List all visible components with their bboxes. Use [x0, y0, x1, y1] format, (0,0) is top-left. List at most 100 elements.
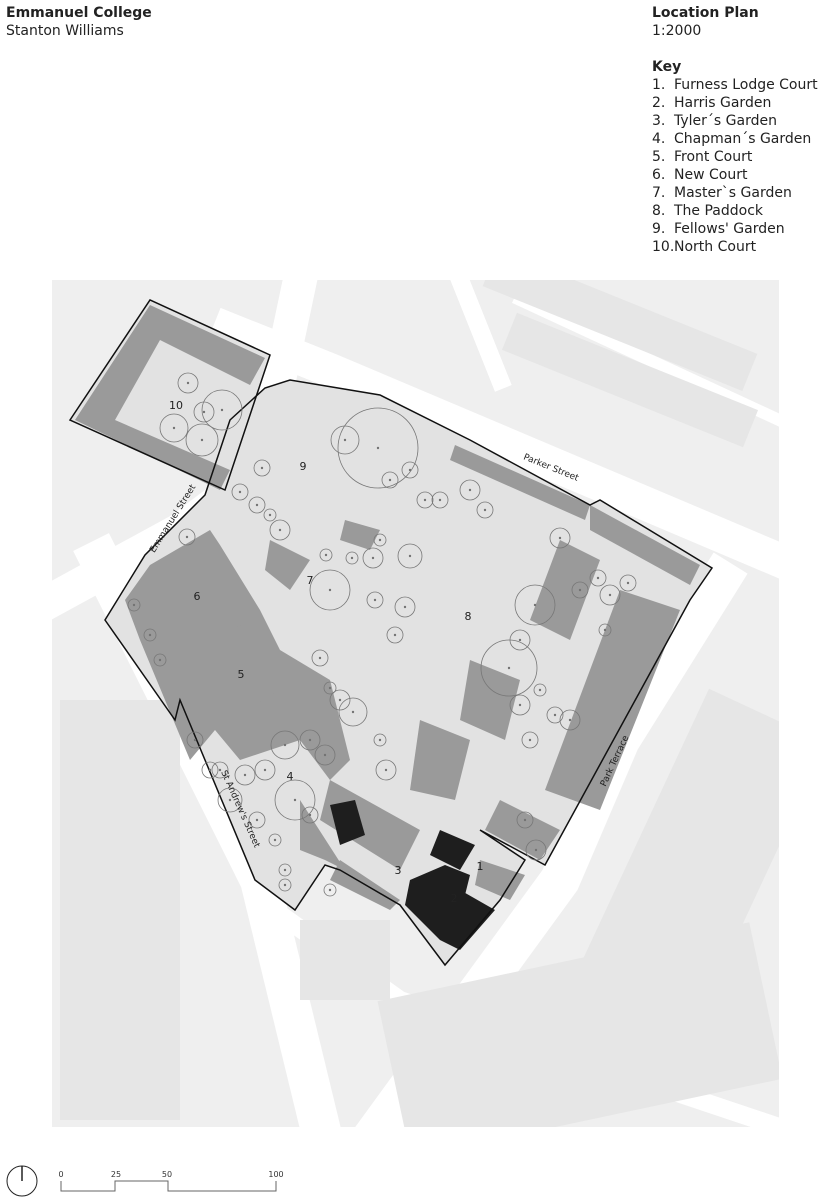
- tree-trunk: [388, 478, 392, 482]
- college-buildings: [75, 305, 700, 910]
- tree-canopy: [234, 764, 256, 786]
- tree-canopy: [177, 372, 199, 394]
- tree-trunk: [378, 538, 382, 542]
- key-item: 1.Furness Lodge Court: [652, 77, 818, 93]
- tree-canopy: [416, 491, 434, 509]
- tree-canopy: [373, 533, 387, 547]
- tree-trunk: [255, 818, 259, 822]
- tree-trunk: [596, 576, 600, 580]
- key-item: 7.Master`s Garden: [652, 185, 792, 201]
- tree-trunk: [186, 381, 190, 385]
- tree-trunk: [328, 686, 332, 690]
- tree-canopy: [270, 730, 300, 760]
- tree-trunk: [408, 554, 412, 558]
- new-buildings: [330, 800, 495, 950]
- project-header: Emmanuel College Stanton Williams: [6, 4, 152, 40]
- tree-canopy: [323, 883, 337, 897]
- tree-canopy: [314, 744, 336, 766]
- tree-canopy: [269, 519, 291, 541]
- tree-trunk: [558, 536, 562, 540]
- tree-canopy: [571, 581, 589, 599]
- tree-canopy: [211, 761, 229, 779]
- tree-canopy: [366, 591, 384, 609]
- tree-canopy: [516, 811, 534, 829]
- tree-canopy: [599, 584, 621, 606]
- tree-trunk: [328, 588, 332, 592]
- tree-trunk: [220, 408, 224, 412]
- tree-trunk: [507, 666, 511, 670]
- site-map: 10 9 7 8 6 5 4 3 2 1 Emmanuel Street Par…: [52, 280, 779, 1127]
- tree-canopy: [278, 878, 292, 892]
- key-item: 10.North Court: [652, 239, 757, 255]
- tree-trunk: [324, 553, 328, 557]
- tree-trunk: [438, 498, 442, 502]
- tree-trunk: [376, 446, 380, 450]
- tree-canopy: [337, 407, 419, 489]
- tree-trunk: [343, 438, 347, 442]
- tree-canopy: [386, 626, 404, 644]
- map-key: Key 1.Furness Lodge Court 2.Harris Garde…: [652, 58, 818, 256]
- tree-trunk: [228, 798, 232, 802]
- tree-trunk: [408, 468, 412, 472]
- tree-canopy: [186, 731, 204, 749]
- tree-trunk: [373, 598, 377, 602]
- tree-trunk: [263, 768, 267, 772]
- tree-trunk: [626, 581, 630, 585]
- tree-canopy: [525, 839, 547, 861]
- tree-canopy: [546, 706, 564, 724]
- tree-canopy: [509, 694, 531, 716]
- tree-trunk: [608, 593, 612, 597]
- scale-tick: 25: [111, 1170, 121, 1179]
- scale-bar: [60, 1180, 277, 1192]
- tree-trunk: [378, 738, 382, 742]
- tree-canopy: [201, 761, 219, 779]
- label-5: 5: [238, 668, 245, 681]
- tree-trunk: [483, 508, 487, 512]
- project-name: Emmanuel College: [6, 5, 152, 21]
- tree-canopy: [319, 548, 333, 562]
- tree-trunk: [403, 605, 407, 609]
- tree-canopy: [345, 551, 359, 565]
- tree-canopy: [127, 598, 141, 612]
- tree-canopy: [401, 461, 419, 479]
- tree-trunk: [255, 503, 259, 507]
- tree-canopy: [309, 569, 351, 611]
- site-boundaries: [68, 299, 714, 967]
- tree-canopy: [143, 628, 157, 642]
- tree-trunk: [518, 703, 522, 707]
- tree-canopy: [323, 681, 337, 695]
- tree-trunk: [200, 438, 204, 442]
- key-item: 2.Harris Garden: [652, 95, 772, 111]
- north-arrow-icon: [6, 1165, 38, 1197]
- tree-trunk: [351, 710, 355, 714]
- tree-canopy: [231, 483, 249, 501]
- scale-tick: 100: [268, 1170, 283, 1179]
- tree-canopy: [480, 639, 538, 697]
- tree-canopy: [178, 528, 196, 546]
- tree-canopy: [330, 425, 360, 455]
- tree-trunk: [523, 818, 527, 822]
- tree-trunk: [158, 658, 162, 662]
- key-title: Key: [652, 59, 682, 75]
- tree-canopy: [254, 759, 276, 781]
- tree-trunk: [148, 633, 152, 637]
- label-1: 1: [477, 860, 484, 873]
- tree-canopy: [311, 649, 329, 667]
- key-item: 6.New Court: [652, 167, 748, 183]
- tree-canopy: [253, 459, 271, 477]
- tree-trunk: [208, 768, 212, 772]
- tree-trunk: [308, 738, 312, 742]
- scale-tick: 0: [58, 1170, 63, 1179]
- tree-trunk: [260, 466, 264, 470]
- tree-canopy: [476, 501, 494, 519]
- tree-canopy: [589, 569, 607, 587]
- tree-trunk: [528, 738, 532, 742]
- tree-canopy: [268, 833, 282, 847]
- tree-trunk: [283, 868, 287, 872]
- tree-canopy: [153, 653, 167, 667]
- tree-trunk: [243, 773, 247, 777]
- tree-canopy: [338, 697, 368, 727]
- label-8: 8: [465, 610, 472, 623]
- tree-trunk: [518, 638, 522, 642]
- key-item: 9.Fellows' Garden: [652, 221, 785, 237]
